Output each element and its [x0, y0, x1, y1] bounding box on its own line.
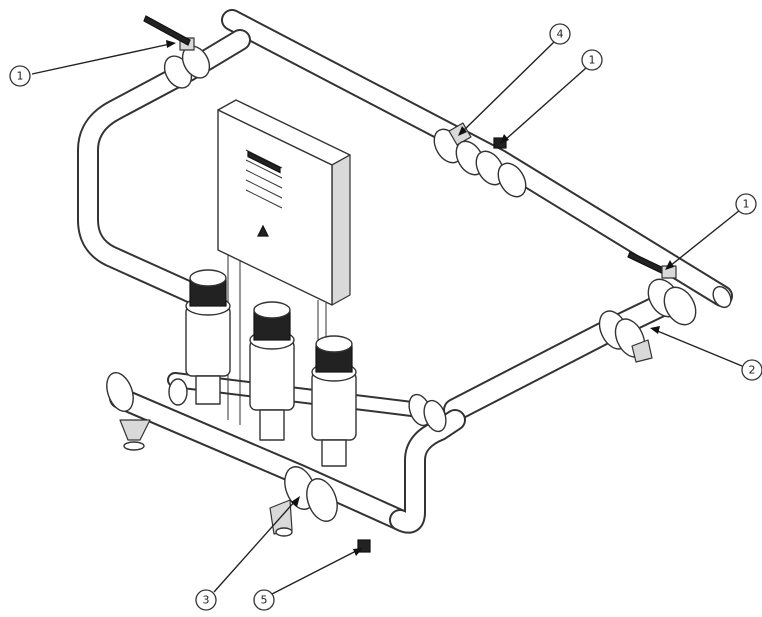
pipe-network: [77, 9, 733, 534]
control-panel: [217, 99, 351, 440]
callout-label: 5: [261, 594, 268, 607]
callout-1-top-left: 1: [9, 40, 176, 87]
callout-label: 1: [17, 70, 24, 83]
manifold-end-flange: [106, 372, 134, 412]
rear-manifold-flanges: [168, 378, 447, 433]
pump-1: [185, 269, 231, 405]
callout-1-middle: 1: [500, 49, 603, 144]
right-tee-flanges: [598, 278, 697, 363]
callout-5: 5: [253, 548, 363, 611]
callout-label: 2: [749, 364, 756, 377]
callout-label: 4: [557, 28, 564, 41]
mid-shutoff-valve: [475, 137, 527, 198]
pipe-open-end: [712, 285, 732, 309]
callout-label: 3: [203, 594, 210, 607]
callout-4: 4: [458, 23, 571, 136]
callout-label: 1: [743, 198, 750, 211]
pump-2: [249, 301, 295, 441]
callout-3: 3: [195, 496, 300, 611]
pump-3: [311, 335, 357, 467]
callout-2: 2: [650, 326, 762, 381]
support-foot: [119, 419, 151, 451]
callouts: 1 4 1 1 2 3: [9, 23, 762, 611]
callout-1-right: 1: [665, 193, 757, 270]
indicator-lights: [245, 149, 283, 209]
fittings: [106, 15, 697, 553]
top-left-ball-valve: [143, 15, 211, 89]
warning-triangle-icon: [257, 224, 269, 237]
callout-label: 1: [589, 54, 596, 67]
pumps: [185, 269, 357, 467]
